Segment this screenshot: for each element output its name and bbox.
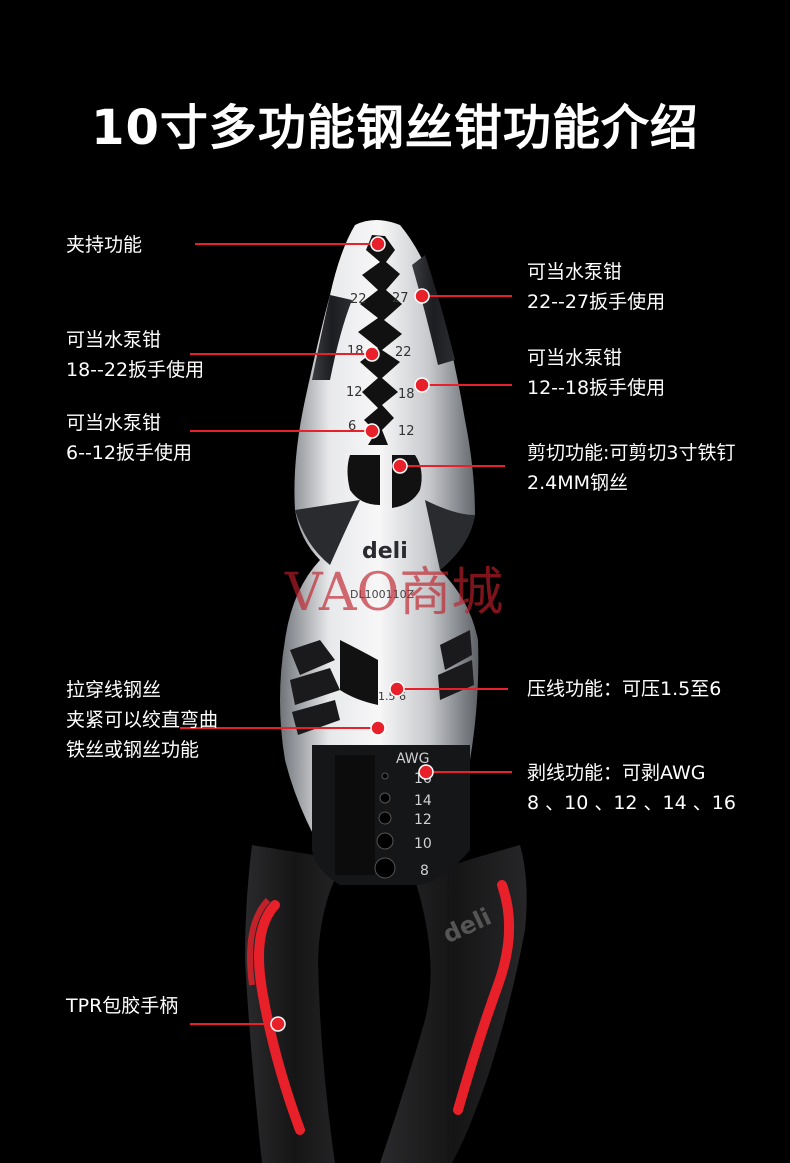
callout-grip: 夹持功能 xyxy=(66,230,142,260)
awg-hole-8 xyxy=(374,857,396,879)
watermark: VAO商城 xyxy=(284,563,503,623)
awg-size-3: 10 xyxy=(414,836,432,852)
callout-strip-line-2: 8 、10 、12 、14 、16 xyxy=(527,792,736,814)
callout-strip-line-1: 剥线功能：可剥AWG xyxy=(527,762,706,784)
callout-pump-6-12-line-1: 可当水泵钳 xyxy=(66,412,162,434)
callout-grip-line-1: 夹持功能 xyxy=(66,234,143,256)
awg-hole-12 xyxy=(378,811,392,825)
callout-handle: TPR包胶手柄 xyxy=(66,991,178,1021)
dot-strip xyxy=(418,764,434,780)
callout-cut: 剪切功能:可剪切3寸铁钉 2.4MM钢丝 xyxy=(527,438,736,498)
brand-logo: deli xyxy=(362,539,408,564)
model-number: DL100110Z xyxy=(350,588,415,601)
awg-hole-14 xyxy=(379,792,391,804)
callout-crimp: 压线功能：可压1.5至6 xyxy=(527,674,721,704)
awg-size-2: 12 xyxy=(414,812,432,828)
dot-wire-pull xyxy=(370,720,386,736)
dot-pump-22-27 xyxy=(414,288,430,304)
jaw-mark-left-2: 12 xyxy=(346,385,363,400)
dot-pump-18-22 xyxy=(364,346,380,362)
jaw-mark-right-1: 22 xyxy=(395,345,412,360)
callout-cut-line-1: 剪切功能:可剪切3寸铁钉 xyxy=(527,442,736,464)
jaw-mark-right-3: 12 xyxy=(398,424,415,439)
awg-hole-10 xyxy=(376,832,394,850)
callout-pump-12-18-line-2: 12--18扳手使用 xyxy=(527,377,666,399)
callout-wire-pull-line-2: 夹紧可以绞直弯曲 xyxy=(66,709,219,731)
dot-pump-6-12 xyxy=(364,423,380,439)
callout-pump-6-12-line-2: 6--12扳手使用 xyxy=(66,442,192,464)
callout-handle-line-1: TPR包胶手柄 xyxy=(66,995,179,1017)
callout-pump-18-22-line-2: 18--22扳手使用 xyxy=(66,359,205,381)
page-title: 10寸多功能钢丝钳功能介绍 xyxy=(91,100,699,156)
jaw-mark-left-1: 18 xyxy=(347,344,364,359)
awg-hole-16 xyxy=(381,772,389,780)
callout-pump-22-27-line-2: 22--27扳手使用 xyxy=(527,291,666,313)
jaw-mark-left-3: 6 xyxy=(348,419,356,434)
callout-wire-pull-line-3: 铁丝或钢丝功能 xyxy=(66,739,200,761)
callout-pump-18-22: 可当水泵钳 18--22扳手使用 xyxy=(66,325,204,385)
dot-grip xyxy=(370,236,386,252)
dot-crimp xyxy=(389,681,405,697)
callout-pump-6-12: 可当水泵钳 6--12扳手使用 xyxy=(66,408,192,468)
callout-wire-pull: 拉穿线钢丝 夹紧可以绞直弯曲 铁丝或钢丝功能 xyxy=(66,675,218,765)
callout-pump-12-18-line-1: 可当水泵钳 xyxy=(527,347,623,369)
awg-size-1: 14 xyxy=(414,793,432,809)
callout-strip: 剥线功能：可剥AWG 8 、10 、12 、14 、16 xyxy=(527,758,736,818)
handle-right xyxy=(380,845,527,1163)
callout-pump-22-27-line-1: 可当水泵钳 xyxy=(527,261,623,283)
jaw-mark-right-0: 27 xyxy=(392,291,409,306)
handle-left xyxy=(245,845,345,1163)
dot-handle xyxy=(270,1016,286,1032)
jaw-mark-right-2: 18 xyxy=(398,387,415,402)
jaw-mark-left-0: 22 xyxy=(350,292,367,307)
awg-label: AWG xyxy=(396,751,430,767)
callout-cut-line-2: 2.4MM钢丝 xyxy=(527,472,629,494)
callout-pump-22-27: 可当水泵钳 22--27扳手使用 xyxy=(527,257,665,317)
dot-pump-12-18 xyxy=(414,377,430,393)
callout-pump-18-22-line-1: 可当水泵钳 xyxy=(66,329,162,351)
callout-wire-pull-line-1: 拉穿线钢丝 xyxy=(66,679,162,701)
callout-crimp-line-1: 压线功能：可压1.5至6 xyxy=(527,678,722,700)
awg-size-4: 8 xyxy=(420,863,429,879)
callout-pump-12-18: 可当水泵钳 12--18扳手使用 xyxy=(527,343,665,403)
dot-cut xyxy=(392,458,408,474)
